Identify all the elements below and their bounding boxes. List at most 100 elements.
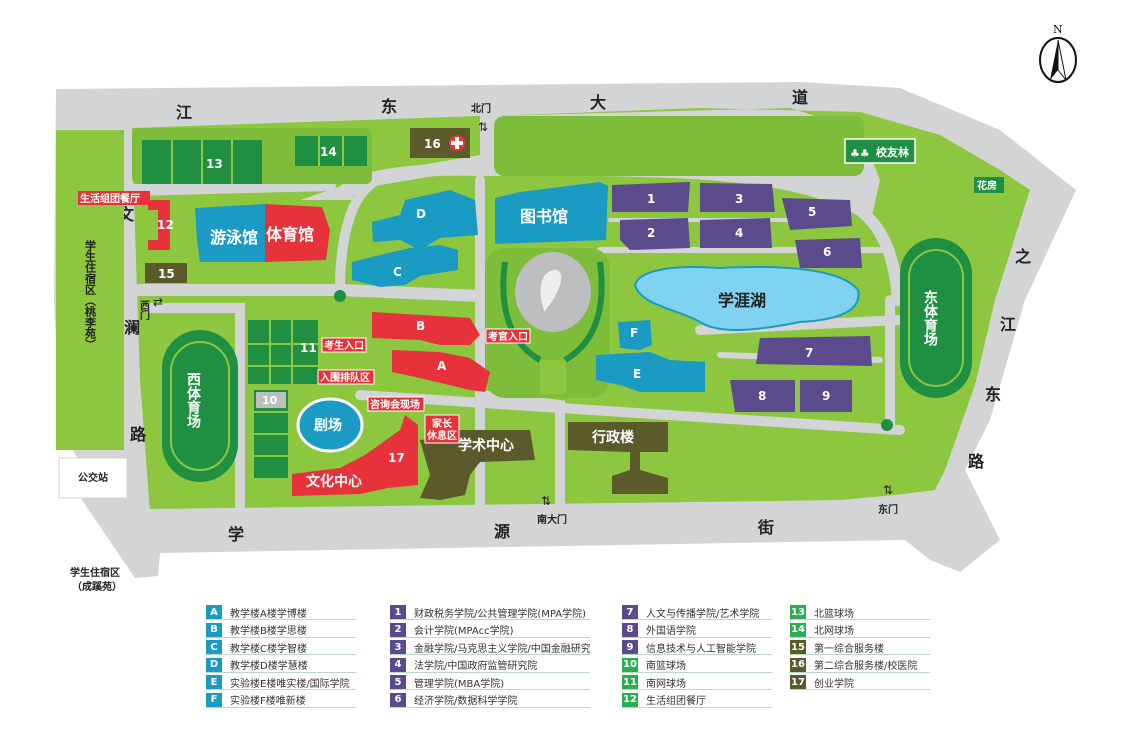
building-11-courts[interactable]: 11 [248, 320, 318, 384]
bus-stop-label: 公交站 [78, 471, 108, 484]
road-north-char-2: 东 [381, 97, 397, 116]
legend-key: B [206, 622, 222, 637]
legend-text: 创业学院 [814, 678, 854, 690]
building-17-culture-center[interactable]: 文化中心 17 [292, 415, 418, 496]
legend-item: 6 经济学院/数据科学学院 [390, 692, 590, 708]
building-admin[interactable]: 行政楼 [568, 422, 668, 494]
gate-east-icon: ⇅ [883, 483, 893, 497]
legend-key: 11 [622, 675, 638, 690]
building-a-teaching[interactable]: A [392, 350, 490, 392]
consult-label: 咨询会现场 [370, 398, 420, 411]
building-e-letter: E [633, 367, 641, 381]
legend-key: 8 [622, 622, 638, 637]
roundabout-east [881, 419, 893, 431]
theater-label: 剧场 [314, 418, 342, 434]
gate-south-icon: ⇅ [541, 494, 551, 508]
building-5[interactable]: 5 [782, 198, 852, 230]
gate-north-icon: ⇅ [478, 120, 488, 134]
legend-key: 6 [390, 692, 406, 707]
queue-area-label: 入围排队区 [320, 371, 370, 384]
building-3[interactable]: 3 [700, 183, 775, 212]
alumni-forest[interactable]: ♣♣ 校友林 [844, 138, 916, 164]
legend-item: 8 外国语学院 [622, 622, 772, 638]
legend-text: 金融学院/马克思主义学院/中国金融研究院 [414, 643, 590, 655]
road-north-char-3: 大 [590, 93, 606, 112]
building-8[interactable]: 8 [730, 380, 795, 412]
building-theater[interactable]: 剧场 [296, 397, 364, 453]
tree-icon: ♣♣ [850, 147, 870, 160]
building-gymnasium[interactable]: 体育馆 [265, 204, 330, 262]
legend-text: 北网球场 [814, 626, 854, 638]
legend-text: 经济学院/数据科学学院 [414, 696, 518, 708]
legend-key: 9 [622, 640, 638, 655]
building-14-courts[interactable]: 14 [295, 136, 367, 166]
exam-entry-tag-2: 考官入口 [485, 328, 531, 344]
legend-key: 4 [390, 657, 406, 672]
west-sports-field[interactable]: 西体育场 [162, 330, 238, 482]
xueya-lake[interactable]: 学涯湖 [633, 265, 860, 331]
legend-key: F [206, 692, 222, 707]
east-field-label: 东体育场 [922, 289, 938, 347]
building-11-number: 11 [300, 341, 317, 355]
legend-key: 7 [622, 605, 638, 619]
building-library[interactable]: 图书馆 [495, 182, 608, 244]
legend-text: 南网球场 [646, 678, 686, 690]
building-6[interactable]: 6 [795, 238, 862, 268]
legend-text: 第一综合服务楼 [814, 643, 884, 655]
road-east-char-4: 路 [968, 452, 985, 471]
building-9-number: 9 [822, 389, 830, 403]
legend-key: 15 [790, 640, 806, 655]
building-d-teaching[interactable]: D [372, 190, 478, 250]
parents-label-2: 休息区 [426, 429, 457, 442]
legend-key: C [206, 640, 222, 655]
road-east-char-3: 东 [985, 385, 1001, 404]
building-b-teaching[interactable]: B [372, 312, 480, 345]
building-4[interactable]: 4 [700, 218, 772, 248]
building-academic-center[interactable]: 学术中心 [420, 430, 535, 500]
legend-text: 外国语学院 [646, 626, 696, 638]
legend-key: 2 [390, 622, 406, 637]
building-1-number: 1 [647, 192, 655, 206]
swimming-pool-label: 游泳馆 [210, 228, 258, 247]
road-east-char-2: 江 [1000, 315, 1016, 334]
building-d-letter: D [416, 207, 426, 221]
dorm-west-block [56, 130, 124, 450]
building-e-lab[interactable]: E [596, 352, 705, 392]
exam-entry-label-2: 考官入口 [488, 330, 528, 343]
flower-house[interactable]: 花房 [974, 177, 1004, 193]
building-12-number: 12 [157, 218, 174, 232]
east-sports-field[interactable]: 东体育场 [900, 238, 972, 398]
road-east-char-1: 之 [1015, 247, 1031, 266]
building-swimming-pool[interactable]: 游泳馆 [195, 204, 265, 262]
gate-east-label: 东门 [878, 503, 898, 516]
road-south-char-3: 街 [757, 518, 774, 537]
building-7[interactable]: 7 [756, 336, 872, 366]
building-12-canteen[interactable]: 生活组团餐厅 12 [78, 191, 174, 250]
building-f-lab[interactable]: F [618, 320, 652, 350]
library-label: 图书馆 [520, 207, 568, 226]
gate-north-label: 北门 [471, 102, 491, 115]
building-16-hospital[interactable]: 16 [410, 128, 470, 158]
legend-text: 教学楼B楼学思楼 [230, 626, 307, 638]
building-8-number: 8 [758, 389, 766, 403]
alumni-forest-label: 校友林 [876, 145, 909, 159]
building-13-courts[interactable]: 13 [142, 140, 262, 184]
legend-text: 实验楼E楼唯实楼/国际学院 [230, 678, 350, 690]
building-1[interactable]: 1 [612, 182, 690, 212]
building-16-number: 16 [424, 137, 441, 151]
exam-entry-label-1: 考生入口 [324, 339, 364, 352]
building-a-letter: A [437, 359, 447, 373]
building-2[interactable]: 2 [620, 218, 690, 250]
building-9[interactable]: 9 [800, 380, 852, 412]
building-10-courts[interactable]: 10 [254, 390, 288, 478]
legend-key: E [206, 675, 222, 690]
legend-key: D [206, 657, 222, 672]
building-c-teaching[interactable]: C [352, 245, 458, 287]
building-15-service[interactable]: 15 [145, 263, 187, 283]
